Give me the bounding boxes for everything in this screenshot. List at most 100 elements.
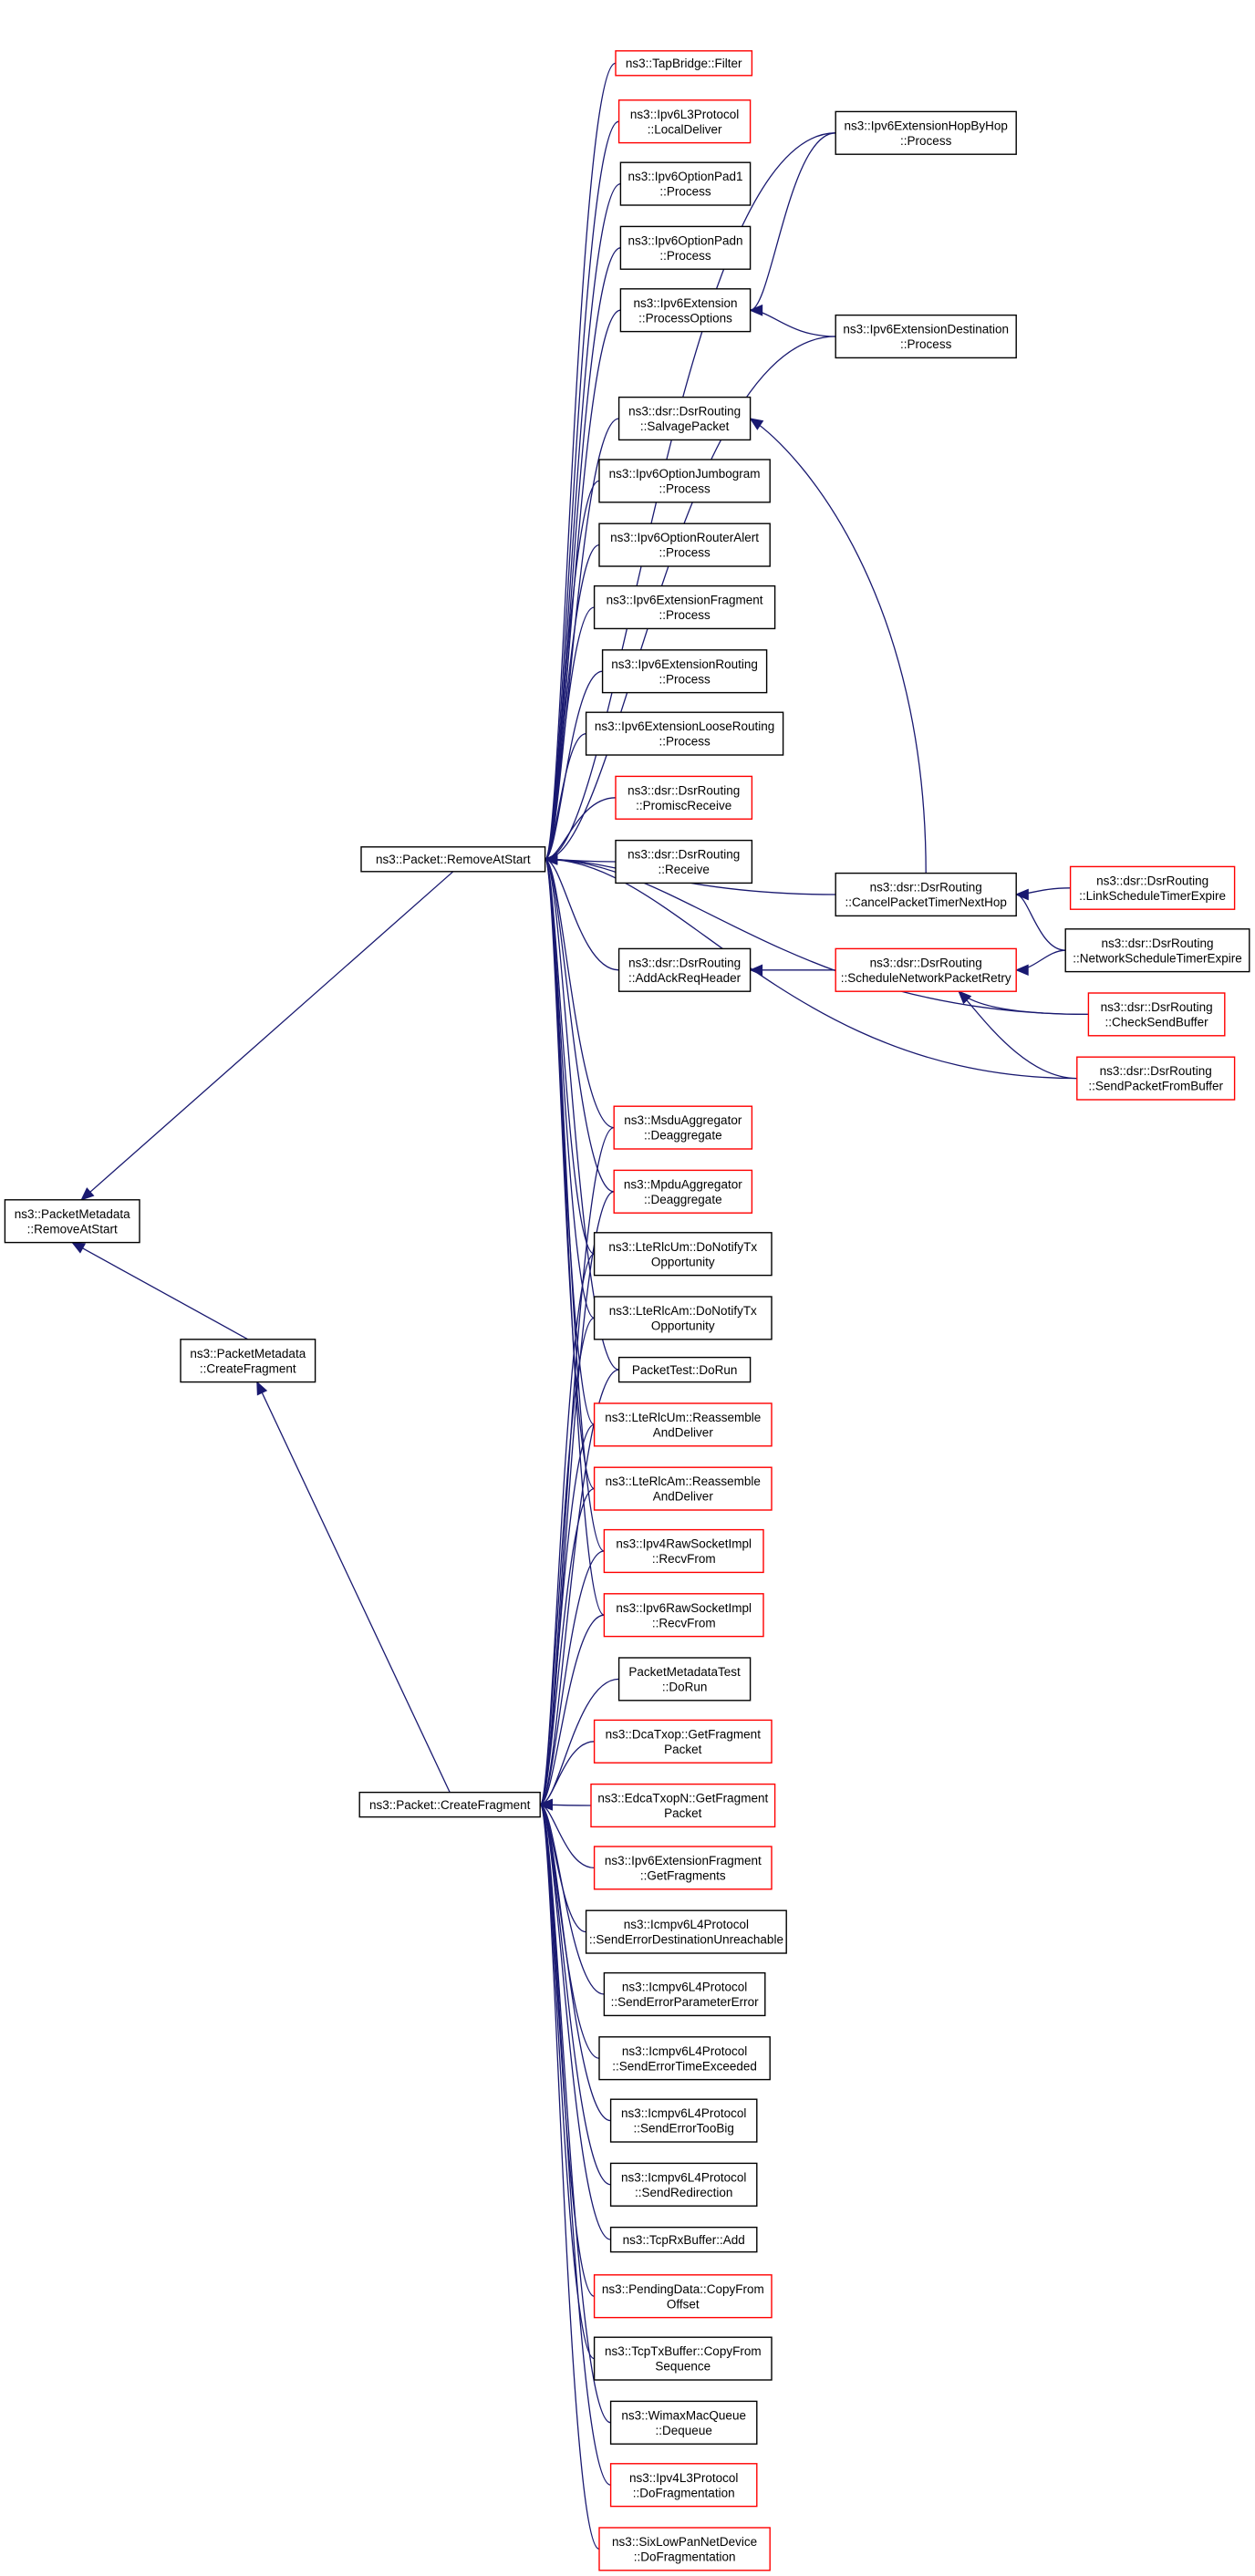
edge-line	[750, 309, 836, 337]
node-looserouting[interactable]: ns3::Ipv6ExtensionLooseRouting::Process	[585, 711, 784, 756]
node-promisc[interactable]: ns3::dsr::DsrRouting::PromiscReceive	[615, 775, 753, 820]
call-edge-ipv6raw-to-p_remove	[544, 853, 605, 1616]
node-label-line: ns3::Ipv6ExtensionHopByHop	[845, 119, 1008, 132]
node-pad1[interactable]: ns3::Ipv6OptionPad1::Process	[619, 161, 752, 206]
node-label-line: ::SendErrorTimeExceeded	[612, 2059, 757, 2073]
arrowhead-icon	[256, 1381, 268, 1396]
node-label-line: ns3::dsr::DsrRouting	[870, 881, 982, 895]
edge-line	[80, 871, 454, 1201]
node-icmp_time[interactable]: ns3::Icmpv6L4Protocol::SendErrorTimeExce…	[598, 2036, 771, 2081]
node-dsr_receive[interactable]: ns3::dsr::DsrRouting::Receive	[615, 839, 753, 885]
arrowhead-icon	[749, 304, 763, 316]
node-cancel[interactable]: ns3::dsr::DsrRouting::CancelPacketTimerN…	[835, 872, 1017, 917]
node-box	[593, 1719, 773, 1764]
node-label-line: ::LocalDeliver	[648, 122, 722, 136]
node-label-line: ns3::MpduAggregator	[624, 1177, 742, 1191]
node-ipv6raw[interactable]: ns3::Ipv6RawSocketImpl::RecvFrom	[603, 1593, 764, 1638]
node-hopbyhop[interactable]: ns3::Ipv6ExtensionHopByHop::Process	[835, 110, 1017, 155]
node-routeralert[interactable]: ns3::Ipv6OptionRouterAlert::Process	[598, 522, 771, 567]
node-ipv4l3[interactable]: ns3::Ipv4L3Protocol::DoFragmentation	[609, 2463, 758, 2508]
node-schednet[interactable]: ns3::dsr::DsrRouting::ScheduleNetworkPac…	[835, 947, 1017, 992]
node-extrouting[interactable]: ns3::Ipv6ExtensionRouting::Process	[601, 649, 768, 694]
node-mpdu[interactable]: ns3::MpduAggregator::Deaggregate	[613, 1169, 753, 1214]
node-box	[593, 1296, 773, 1340]
arrowhead-icon	[749, 418, 764, 430]
node-label-line: ::Process	[659, 608, 710, 622]
arrowhead-icon	[958, 990, 972, 1005]
node-packettest[interactable]: PacketTest::DoRun	[617, 1356, 752, 1383]
node-wimax[interactable]: ns3::WimaxMacQueue::Dequeue	[609, 2400, 758, 2445]
node-label-line: PacketTest::DoRun	[632, 1363, 738, 1377]
edge-line	[544, 732, 586, 860]
edge-line	[1016, 894, 1066, 951]
edge-line	[539, 1369, 619, 1805]
node-box	[609, 2162, 758, 2207]
node-getfragments[interactable]: ns3::Ipv6ExtensionFragment::GetFragments	[593, 1846, 773, 1890]
node-pm_create[interactable]: ns3::PacketMetadata::CreateFragment	[180, 1339, 316, 1383]
node-destination[interactable]: ns3::Ipv6ExtensionDestination::Process	[835, 314, 1017, 359]
node-padn[interactable]: ns3::Ipv6OptionPadn::Process	[619, 225, 752, 270]
node-label-line: ::RecvFrom	[652, 1552, 716, 1566]
node-label-line: ns3::dsr::DsrRouting	[628, 848, 740, 862]
node-extfragment[interactable]: ns3::Ipv6ExtensionFragment::Process	[593, 585, 776, 630]
node-label-line: ::RemoveAtStart	[27, 1222, 118, 1236]
node-tapbridge[interactable]: ns3::TapBridge::Filter	[615, 50, 753, 77]
node-addack[interactable]: ns3::dsr::DsrRouting::AddAckReqHeader	[617, 947, 752, 992]
node-ipv4raw[interactable]: ns3::Ipv4RawSocketImpl::RecvFrom	[603, 1528, 764, 1574]
node-icmp_redir[interactable]: ns3::Icmpv6L4Protocol::SendRedirection	[609, 2162, 758, 2207]
node-label-line: ::SendErrorDestinationUnreachable	[589, 1933, 783, 1947]
node-label-line: Packet	[664, 1743, 702, 1756]
node-label-line: ::NetworkScheduleTimerExpire	[1073, 951, 1242, 965]
node-label-line: ::Deaggregate	[644, 1129, 722, 1143]
node-msdu[interactable]: ns3::MsduAggregator::Deaggregate	[613, 1105, 753, 1150]
node-label-line: ns3::Icmpv6L4Protocol	[621, 2170, 746, 2184]
node-label-line: ns3::dsr::DsrRouting	[1096, 874, 1208, 887]
node-ext_procopt[interactable]: ns3::Ipv6Extension::ProcessOptions	[619, 288, 752, 333]
node-icmp_dest[interactable]: ns3::Icmpv6L4Protocol::SendErrorDestinat…	[585, 1909, 787, 1954]
node-linksched[interactable]: ns3::dsr::DsrRouting::LinkScheduleTimerE…	[1069, 865, 1236, 910]
node-label-line: ::SendErrorTooBig	[634, 2122, 734, 2136]
edge-line	[545, 858, 619, 971]
node-sixlowpan[interactable]: ns3::SixLowPanNetDevice::DoFragmentation	[598, 2527, 771, 2571]
node-sendfrombuf[interactable]: ns3::dsr::DsrRouting::SendPacketFromBuff…	[1076, 1056, 1236, 1101]
node-label-line: Sequence	[655, 2360, 710, 2374]
node-label-line: ns3::dsr::DsrRouting	[628, 956, 741, 969]
node-checksend[interactable]: ns3::dsr::DsrRouting::CheckSendBuffer	[1087, 992, 1226, 1037]
node-ipv6l3[interactable]: ns3::Ipv6L3Protocol::LocalDeliver	[617, 99, 752, 144]
node-box	[615, 839, 753, 885]
node-netsched[interactable]: ns3::dsr::DsrRouting::NetworkScheduleTim…	[1064, 928, 1250, 973]
node-p_create[interactable]: ns3::Packet::CreateFragment	[358, 1791, 541, 1818]
node-icmp_big[interactable]: ns3::Icmpv6L4Protocol::SendErrorTooBig	[609, 2098, 758, 2143]
call-edge-rlcam_tx-to-p_create	[538, 1317, 595, 1811]
node-label-line: ns3::Packet::CreateFragment	[369, 1798, 531, 1812]
call-edge-cancel-to-salvage	[749, 418, 927, 874]
edges-layer	[71, 62, 1089, 2550]
node-box	[617, 1356, 752, 1383]
node-box	[619, 161, 752, 206]
arrowhead-icon	[749, 964, 763, 977]
node-jumbogram[interactable]: ns3::Ipv6OptionJumbogram::Process	[598, 459, 771, 503]
edge-line	[539, 1804, 605, 1995]
node-label-line: ::CheckSendBuffer	[1105, 1015, 1209, 1029]
node-label-line: ns3::Packet::RemoveAtStart	[376, 853, 531, 866]
edge-line	[539, 1614, 605, 1805]
node-label-line: ns3::TcpRxBuffer::Add	[623, 2233, 745, 2247]
node-label-line: ns3::Ipv6ExtensionFragment	[607, 594, 763, 607]
node-label-line: ns3::Ipv6OptionRouterAlert	[610, 531, 759, 544]
node-pmtest[interactable]: PacketMetadataTest::DoRun	[617, 1657, 752, 1702]
edge-line	[539, 1487, 595, 1805]
node-label-line: ::DoFragmentation	[634, 2550, 736, 2563]
node-salvage[interactable]: ns3::dsr::DsrRouting::SalvagePacket	[617, 396, 752, 441]
node-icmp_param[interactable]: ns3::Icmpv6L4Protocol::SendErrorParamete…	[603, 1971, 766, 2017]
node-p_remove[interactable]: ns3::Packet::RemoveAtStart	[360, 846, 546, 873]
node-tcprx_add[interactable]: ns3::TcpRxBuffer::Add	[609, 2226, 758, 2253]
